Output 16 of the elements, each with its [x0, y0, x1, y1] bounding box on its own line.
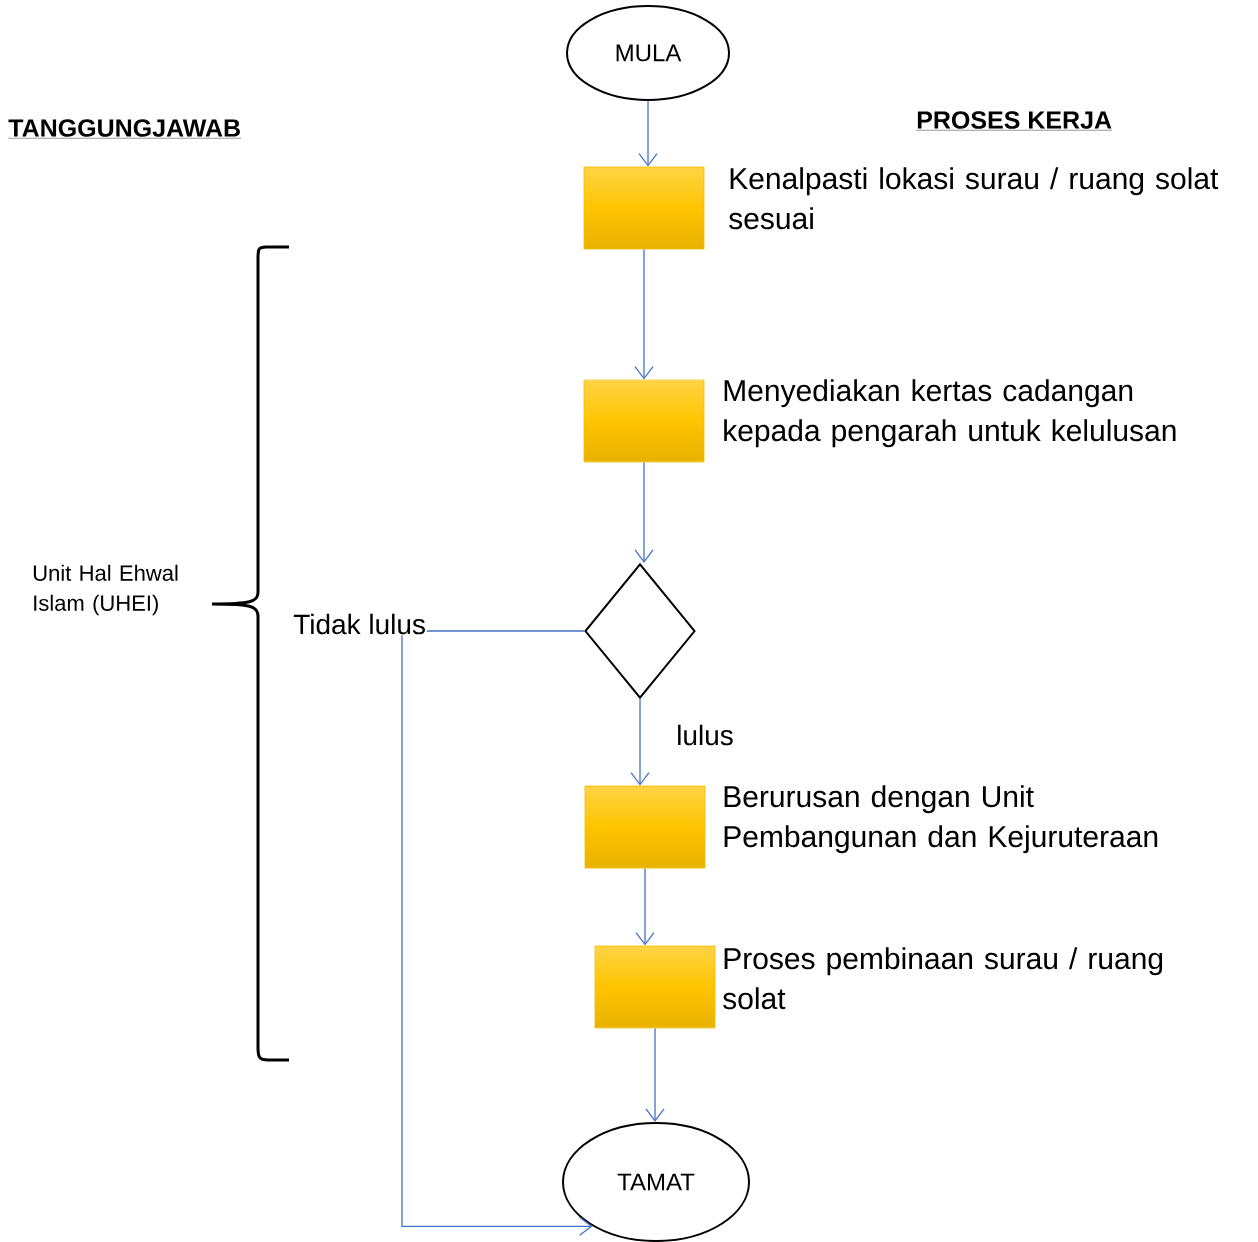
arrow: [401, 630, 593, 1236]
arrow: [630, 698, 650, 786]
step-text: Kenalpasti lokasi surau / ruang solat sesuai: [729, 167, 1219, 230]
heading: PROSES KERJA: [916, 111, 1113, 131]
responsibility-text: Unit Hal Ehwal Islam (UHEI): [33, 564, 178, 616]
arrow: [638, 100, 658, 167]
heading: TANGGUNGJAWAB: [8, 119, 242, 139]
step-text: Proses pembinaan surau / ruang solat: [723, 947, 1163, 1010]
edge-label: Tidak lulus: [292, 612, 427, 636]
arrow: [635, 867, 655, 946]
arrow: [645, 1027, 665, 1122]
arrow: [634, 248, 654, 380]
step-text: Menyediakan kertas cadangan kepada pengarah untuk kelulusan: [724, 379, 1176, 448]
step-text: Berurusan dengan Unit Pembangunan dan Kejuruteraan: [724, 785, 1158, 854]
edge-label: lulus: [675, 723, 735, 747]
arrow: [634, 461, 654, 563]
